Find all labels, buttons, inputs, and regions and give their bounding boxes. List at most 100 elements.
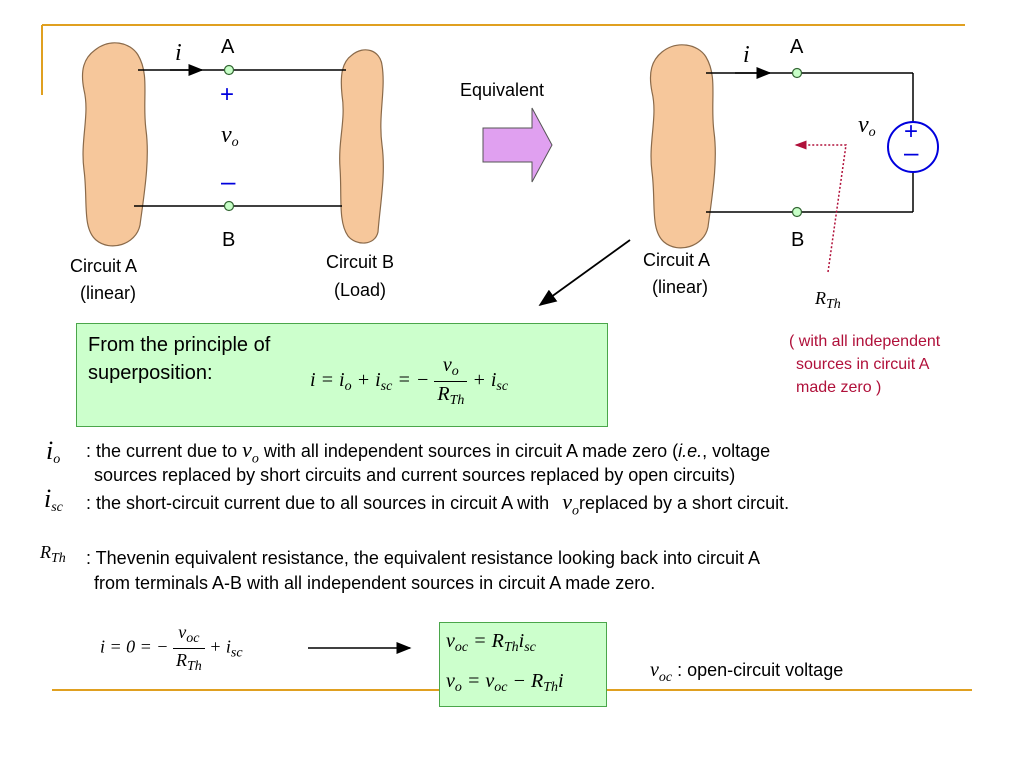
rb-l1-c: i [518, 630, 525, 652]
right-rth-label: RTh [815, 288, 841, 313]
sp-eq-plus1: + i [351, 369, 381, 392]
def-io-text-b: with all independent sources in circuit … [263, 441, 679, 461]
bt-frac-den-sub: Th [186, 659, 202, 674]
voltage-source [887, 121, 939, 173]
rb-l2-a-sub: o [454, 680, 462, 695]
voc-main: v [650, 659, 659, 681]
left-minus-sign: – [221, 166, 236, 196]
def-rth-line-2: from terminals A-B with all independent … [94, 573, 656, 593]
right-terminal-b-label: B [791, 229, 805, 251]
left-plus-sign: + [220, 81, 235, 108]
circuit-b-label-2: (Load) [334, 280, 387, 300]
left-voltage-label: vo [221, 122, 239, 151]
voc-definition: voc : open-circuit voltage [650, 659, 843, 689]
rth-pointer [794, 140, 847, 273]
diagonal-arrow [538, 239, 631, 307]
left-terminal-a [223, 64, 235, 76]
def-io-line-2: sources replaced by short circuits and c… [94, 465, 736, 485]
rb-l1-b-sub: Th [503, 640, 519, 655]
right-terminal-b [791, 206, 803, 218]
bottom-equation: i = 0 = − voc RTh + isc [100, 622, 243, 675]
def-rth-main: R [40, 542, 51, 562]
def-io-vo-main: v [242, 437, 252, 462]
def-isc-text-a: : the short-circuit current due to all s… [86, 493, 550, 513]
circuit-a-blob-left [81, 42, 148, 247]
rb-l2-c-sub: Th [543, 680, 558, 695]
circuit-b-label-1: Circuit B [326, 252, 395, 272]
def-io-sub: o [53, 452, 61, 467]
rb-l1-a: v [446, 630, 455, 652]
source-minus-sign: – [904, 137, 919, 167]
def-isc-vo-main: v [562, 489, 572, 514]
bt-eq-plus: + i [209, 636, 231, 657]
right-terminal-a [791, 67, 803, 79]
voc-text: : open-circuit voltage [677, 660, 844, 680]
def-isc-main: i [44, 484, 52, 513]
left-voltage-main: v [221, 122, 232, 148]
sp-frac-num-main: v [442, 354, 452, 376]
rth-note-line-1: ( with all independent [789, 333, 941, 350]
right-rth-sub: Th [826, 297, 841, 312]
left-terminal-b [223, 200, 235, 212]
def-rth-symbol: RTh [40, 542, 66, 567]
equivalent-label: Equivalent [460, 80, 545, 100]
right-voltage-label: vo [858, 112, 876, 141]
sp-frac-num: vo [434, 354, 468, 382]
voc-symbol: voc [650, 659, 672, 685]
rth-note-line-2: sources in circuit A [796, 356, 930, 373]
result-line-2: vo = voc − RThi [446, 670, 564, 696]
left-current-label: i [175, 40, 182, 66]
def-isc-symbol: isc [44, 484, 63, 516]
def-io-vo: vo [242, 437, 259, 467]
rb-l2-a: v [446, 670, 455, 692]
sp-frac-den-sub: Th [449, 393, 465, 408]
bt-eq-isc-sub: sc [230, 645, 243, 661]
right-terminal-a-label: A [790, 36, 804, 58]
def-io-text-a: : the current due to [86, 441, 238, 461]
result-line-1: voc = RThisc [446, 630, 536, 656]
bt-frac-num: voc [172, 622, 205, 649]
right-current-label: i [743, 42, 750, 68]
bt-eq-lhs: i = 0 = − [100, 636, 169, 657]
sp-eq-fraction: vo RTh [434, 354, 468, 409]
right-circuit-a-label-2: (linear) [652, 277, 709, 297]
left-terminal-b-label: B [222, 229, 236, 251]
def-io-main: i [46, 436, 54, 465]
def-isc-vo: vo [562, 489, 579, 519]
superposition-text-1: From the principle of [88, 334, 271, 356]
source-plus-sign: + [904, 118, 919, 145]
bt-eq-fraction: voc RTh [172, 622, 205, 675]
def-isc-line: : the short-circuit current due to all s… [86, 491, 789, 522]
bt-frac-num-sub: oc [186, 631, 200, 646]
bt-frac-num-main: v [178, 622, 187, 642]
def-io-vo-sub: o [251, 451, 259, 467]
superposition-equation: i = io + isc = − vo RTh + isc [310, 354, 508, 409]
rb-l2-d: i [558, 670, 564, 692]
sp-frac-den-main: R [437, 383, 450, 405]
voc-sub: oc [658, 670, 673, 685]
right-voltage-sub: o [868, 125, 876, 140]
sp-eq-minus: = − [392, 369, 430, 392]
result-box [439, 622, 607, 707]
def-rth-line-1: : Thevenin equivalent resistance, the eq… [86, 548, 761, 568]
sp-eq-io-sub: o [344, 379, 352, 395]
sp-eq-isc2-sub: sc [496, 379, 509, 395]
rb-l1-a-sub: oc [454, 640, 469, 655]
sp-eq-lhs: i = i [310, 369, 345, 392]
left-voltage-sub: o [231, 135, 239, 150]
right-voltage-main: v [858, 112, 869, 138]
rb-l1-c-sub: sc [524, 640, 536, 655]
bt-frac-den: RTh [173, 649, 205, 675]
def-io-line-1: : the current due to vo with all indepen… [86, 439, 770, 470]
sp-eq-isc-sub: sc [380, 379, 393, 395]
sp-eq-plus2: + i [472, 369, 497, 392]
right-rth-main: R [815, 288, 826, 308]
def-io-text-c: , voltage [702, 441, 771, 461]
equivalent-arrow [482, 107, 553, 183]
rb-l1-b: = R [468, 630, 504, 652]
left-terminal-a-label: A [221, 36, 235, 58]
left-circuit-a-label-1: Circuit A [70, 256, 138, 276]
superposition-text-2: superposition: [88, 362, 213, 384]
